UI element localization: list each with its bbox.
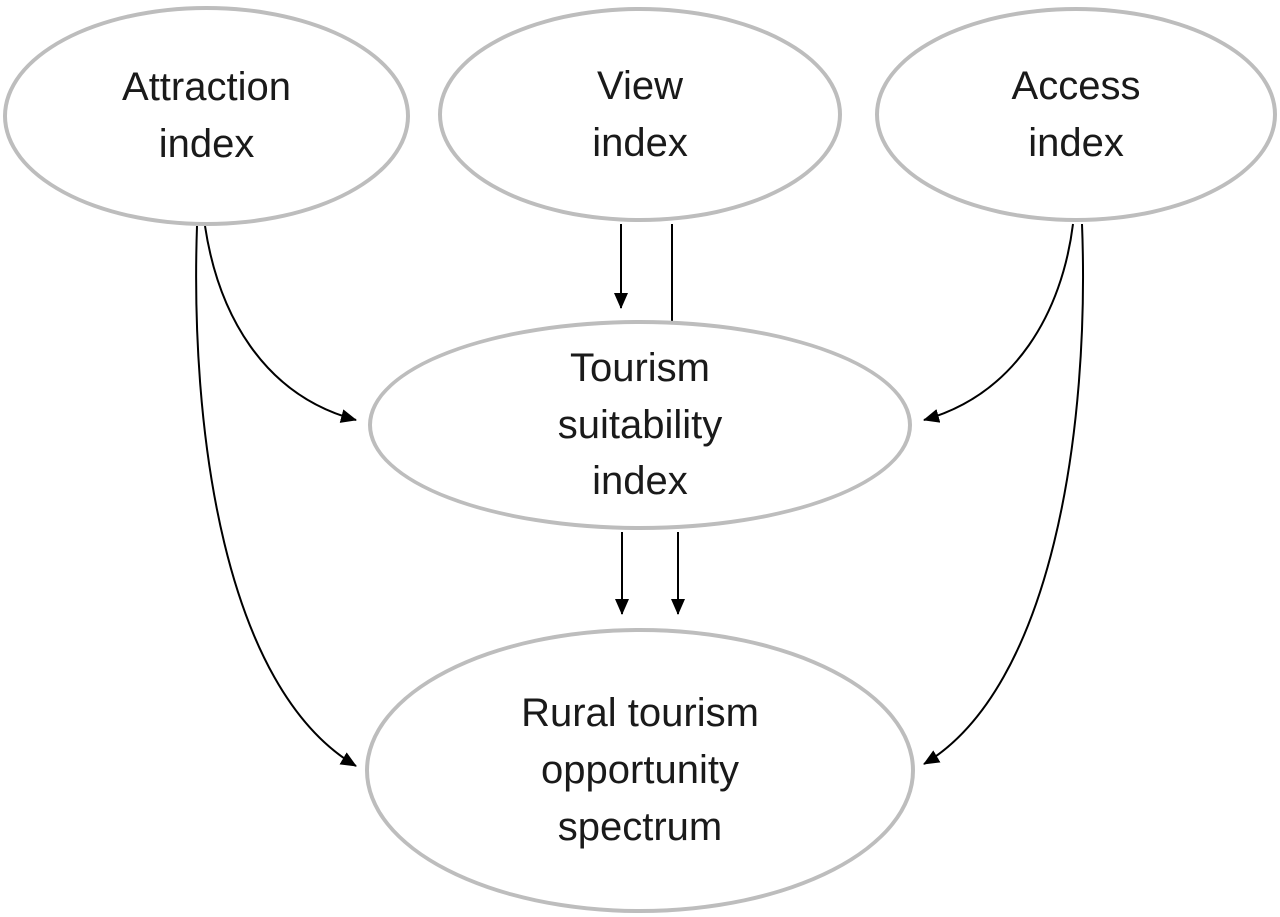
node-rural-tourism-opportunity-spectrum: Rural tourism opportunity spectrum [365, 628, 915, 913]
node-attraction-index-label: Attraction index [122, 65, 291, 166]
edge-access-to-tsi [923, 223, 1074, 423]
node-tourism-suitability-index: Tourism suitability index [368, 320, 912, 530]
node-view-index-label: View index [592, 63, 688, 165]
node-attraction-index: Attraction index [3, 6, 410, 226]
edge-access-to-rtos [923, 223, 1085, 765]
node-access-index-label: Access index [1011, 63, 1141, 165]
node-access-index: Access index [875, 7, 1277, 222]
edge-attraction-to-rtos [195, 225, 357, 767]
node-rural-tourism-opportunity-spectrum-label: Rural tourism opportunity spectrum [521, 691, 759, 849]
edge-attraction-to-tsi [204, 225, 357, 423]
node-view-index: View index [438, 7, 842, 222]
node-tourism-suitability-index-label: Tourism suitability index [557, 345, 723, 504]
